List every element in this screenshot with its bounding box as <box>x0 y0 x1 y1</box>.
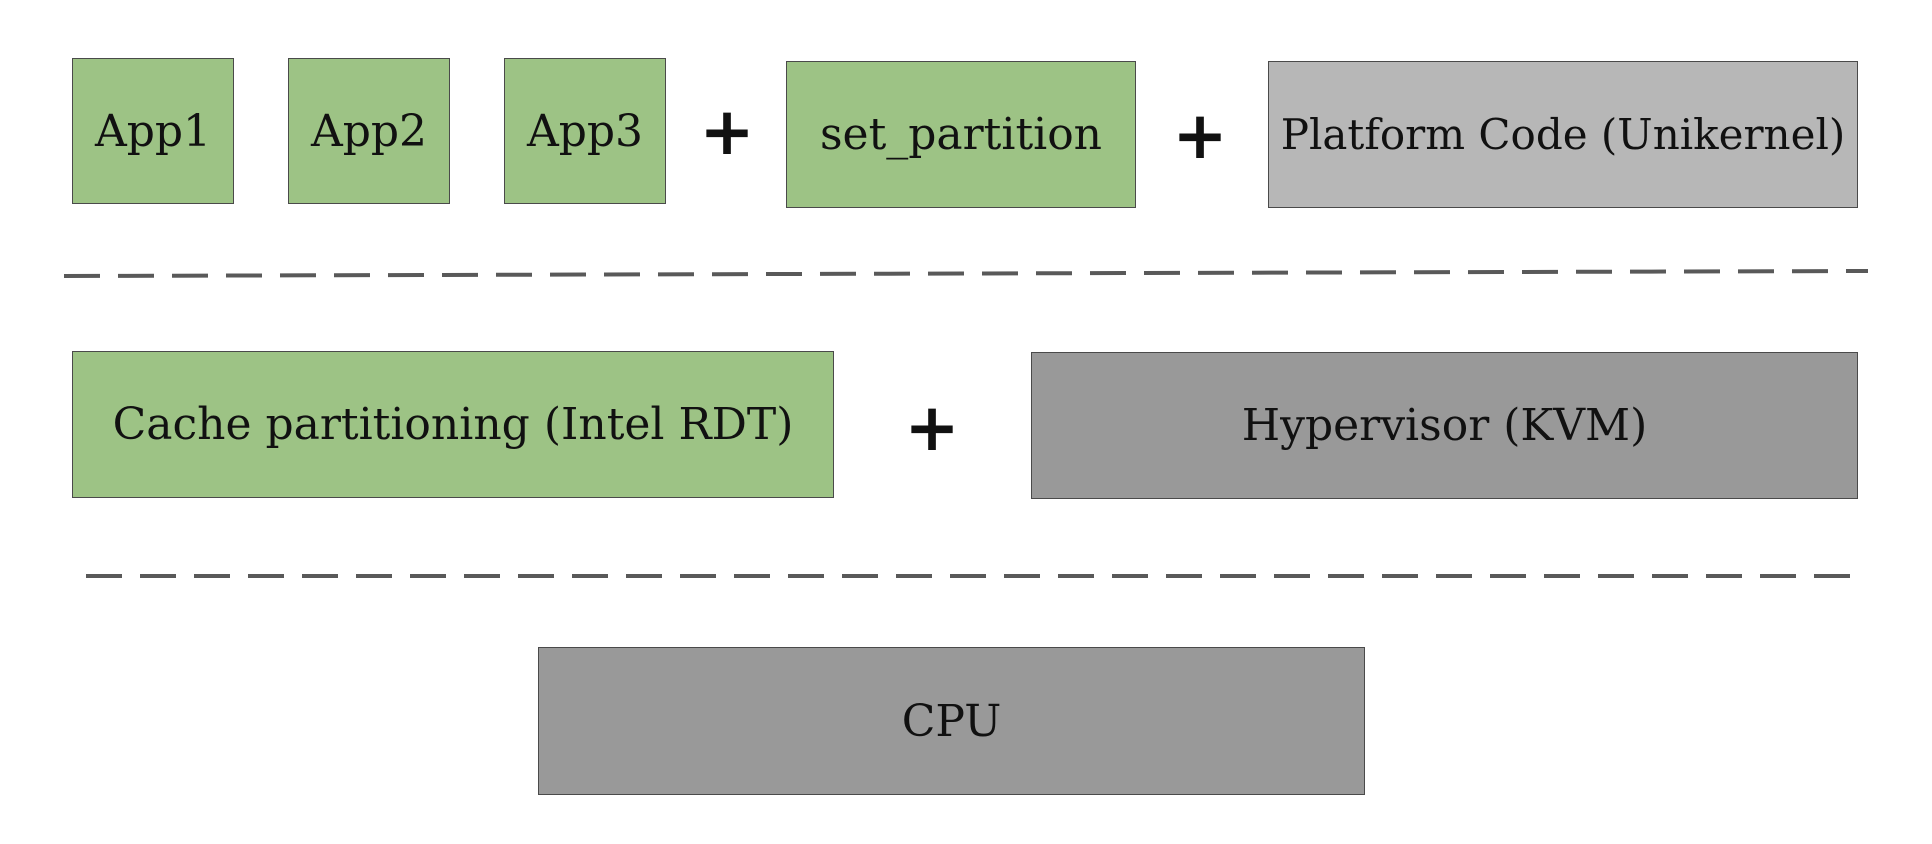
set-partition-box: set_partition <box>786 61 1136 208</box>
app3-box: App3 <box>504 58 666 204</box>
plus-sign-2: + <box>1172 97 1228 174</box>
cache-partitioning-box: Cache partitioning (Intel RDT) <box>72 351 834 498</box>
divider-upper <box>63 269 1869 278</box>
app1-box: App1 <box>72 58 234 204</box>
plus-sign-1: + <box>699 93 755 170</box>
hypervisor-box: Hypervisor (KVM) <box>1031 352 1858 499</box>
cpu-box: CPU <box>538 647 1365 795</box>
app2-box: App2 <box>288 58 450 204</box>
plus-sign-3: + <box>904 389 960 466</box>
platform-code-box: Platform Code (Unikernel) <box>1268 61 1858 208</box>
